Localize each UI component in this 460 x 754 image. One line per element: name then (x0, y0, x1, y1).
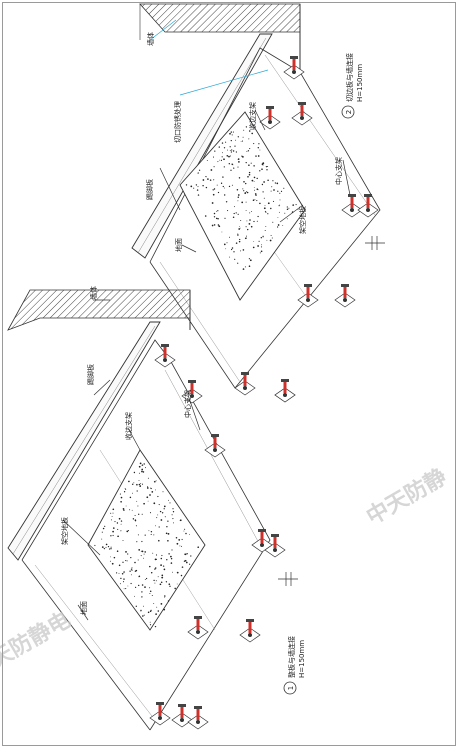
lower-dim-marks (278, 572, 298, 586)
lower-leaders (62, 299, 201, 621)
pedestal (274, 378, 296, 403)
watermark-upper: 中天防静 (362, 464, 451, 531)
lower-ground-label: 地面 (79, 601, 88, 615)
lower-assembly: 墙体 踢脚板 收边支架 中心支架 架空地板 地面 1 整板与墙连接 H=150m… (7, 286, 306, 731)
pedestal (341, 193, 363, 218)
upper-wall (139, 3, 301, 70)
lower-center-support-label: 中心支架 (183, 390, 192, 418)
detail-2-dim: H=150mm (356, 64, 364, 102)
lower-wall (7, 289, 191, 331)
upper-raised-panel (179, 111, 306, 301)
pedestal (187, 615, 209, 640)
upper-cut-edge-label: 切口防锈处理 (173, 101, 182, 143)
pedestal (187, 705, 209, 730)
upper-baseboard (131, 33, 273, 259)
upper-raised-floor-label: 架空地板 (298, 206, 307, 234)
detail-1-number: 1 (287, 686, 295, 690)
upper-edge-support-label: 收边支架 (248, 102, 257, 130)
lower-baseboard-label: 踢脚板 (86, 364, 95, 385)
upper-ground-label: 地面 (174, 238, 183, 252)
pedestal (357, 193, 379, 218)
lower-raised-floor-label: 架空地板 (60, 517, 69, 545)
lower-wall-label: 墙体 (89, 286, 98, 300)
pedestal (149, 701, 171, 726)
lower-panel-texture (94, 462, 200, 628)
lower-raised-panel (87, 449, 206, 631)
upper-leaders (149, 19, 351, 253)
upper-panel-texture (185, 126, 299, 270)
pedestal (283, 55, 305, 80)
pedestal (297, 283, 319, 308)
upper-dim-marks (365, 236, 385, 250)
lower-baseboard (7, 321, 161, 561)
pedestal (234, 371, 256, 396)
upper-wall-label: 墙体 (146, 32, 155, 46)
lower-edge-support-label: 收边支架 (124, 412, 133, 440)
upper-baseboard-label: 踢脚板 (145, 179, 154, 200)
detail-2-title: 切边板与墙连接 (345, 53, 354, 102)
pedestal (291, 101, 313, 126)
detail-1-callout: 1 整板与墙连接 H=150mm (283, 636, 306, 695)
detail-2-callout: 2 切边板与墙连接 H=150mm (341, 53, 364, 119)
detail-1-dim: H=150mm (298, 640, 306, 678)
pedestal (171, 703, 193, 728)
pedestal (239, 618, 261, 643)
detail-2-number: 2 (345, 110, 353, 114)
detail-1-title: 整板与墙连接 (287, 636, 296, 678)
pedestal (334, 283, 356, 308)
watermark-lower: 天防静电 (0, 607, 75, 674)
upper-assembly: 墙体 切口防锈处理 踢脚板 收边支架 中心支架 架空地板 地面 2 切边板与墙连… (131, 3, 385, 403)
upper-center-support-label: 中心支架 (334, 157, 343, 185)
